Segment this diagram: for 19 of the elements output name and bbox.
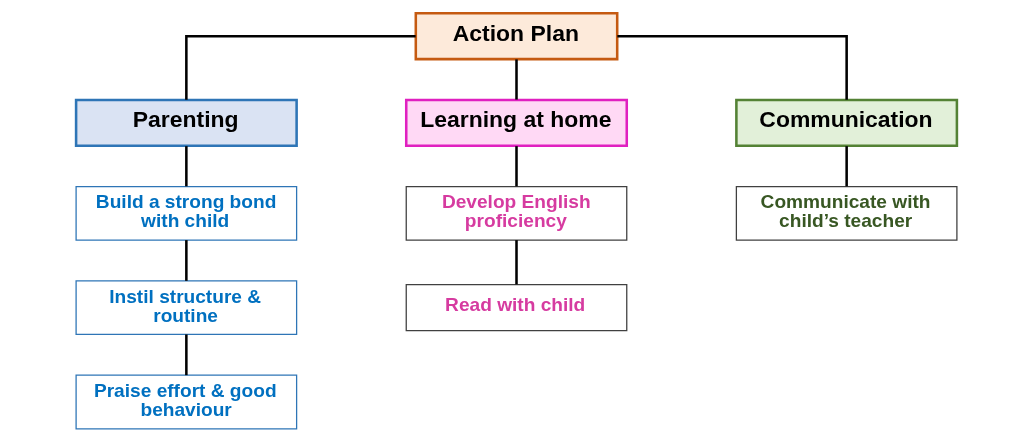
node-box: Communication (734, 98, 958, 148)
node-box: Instil structure & routine (74, 280, 297, 336)
node-box: Parenting (74, 98, 298, 148)
connector (616, 34, 848, 100)
node-box: Praise effort & good behaviour (74, 374, 297, 430)
node-box: Read with child (405, 284, 627, 332)
connector (184, 240, 188, 281)
connector (844, 146, 848, 187)
connector (184, 146, 188, 187)
node-box: Action Plan (414, 11, 618, 61)
connector (514, 240, 518, 285)
connector (184, 34, 416, 100)
node-box: Learning at home (404, 98, 628, 148)
node-box: Build a strong bond with child (74, 185, 297, 241)
connector (514, 146, 518, 187)
connector (514, 59, 518, 100)
connector (184, 334, 188, 376)
node-box: Develop English proficiency (405, 185, 627, 241)
node-box: Communicate with child’s teacher (735, 185, 958, 241)
